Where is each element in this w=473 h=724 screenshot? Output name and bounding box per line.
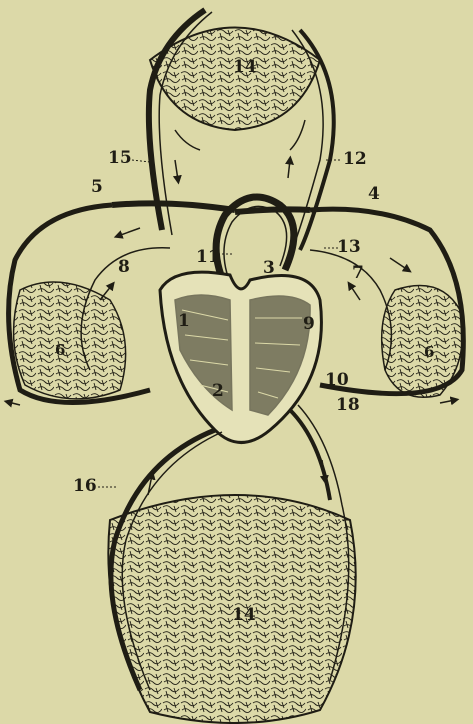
arrow-far-right: [440, 400, 455, 403]
arrow-head-up: [288, 160, 290, 178]
arrow-left-arm: [118, 228, 140, 236]
label-3: 3: [263, 258, 275, 278]
head-capillary-bed: [150, 28, 320, 131]
label-18: 18: [336, 395, 360, 415]
label-12: 12: [343, 149, 367, 169]
label-10: 10: [325, 370, 349, 390]
label-14-top: 14: [233, 57, 257, 77]
label-16: 16: [73, 476, 97, 496]
label-9: 9: [303, 314, 315, 334]
label-7: 7: [352, 263, 364, 283]
label-13: 13: [337, 237, 361, 257]
label-5: 5: [91, 177, 103, 197]
label-11: 11: [196, 247, 220, 267]
right-arm-capillary-bed: [382, 286, 463, 398]
label-8: 8: [118, 257, 130, 277]
label-6-right: 6: [424, 343, 434, 361]
arrow-head-down: [175, 160, 178, 180]
label-6-left: 6: [55, 341, 65, 359]
arrow-right-arm: [390, 258, 408, 270]
label-14-bottom: 14: [232, 605, 256, 625]
label-2: 2: [212, 381, 224, 401]
label-4: 4: [368, 184, 380, 204]
label-15: 15: [108, 148, 132, 168]
arrow-far-left: [8, 402, 20, 405]
left-arm-capillary-bed: [14, 282, 126, 399]
label-1: 1: [178, 311, 190, 331]
arrow-right-return: [350, 285, 360, 300]
